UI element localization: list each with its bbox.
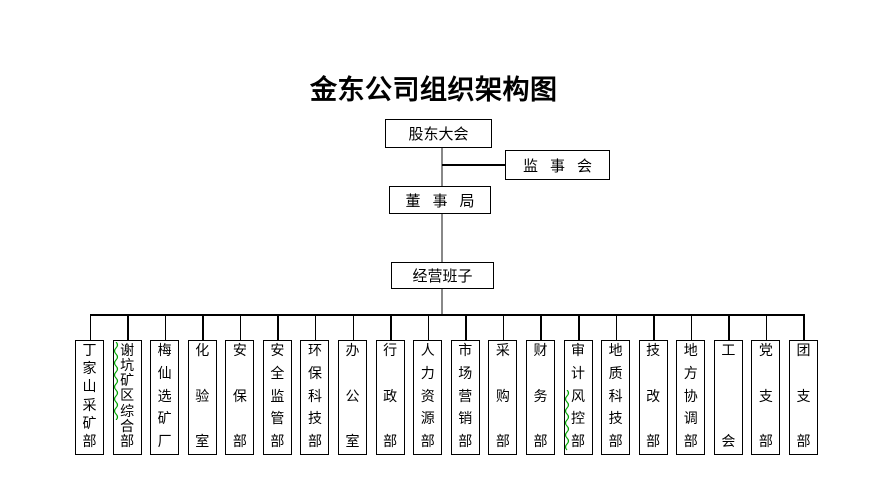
dept-box-16: 技改部 — [638, 314, 668, 455]
connector-management-to-departments — [441, 289, 443, 315]
dept-box-15: 地质科技部 — [601, 314, 631, 455]
dept-box-12: 采购部 — [488, 314, 518, 455]
node-shareholders-meeting: 股东大会 — [385, 119, 492, 148]
dept-label: 办公室 — [345, 344, 360, 450]
node-management-team-label: 经营班子 — [412, 269, 473, 285]
dept-box-5: 安保部 — [225, 314, 255, 455]
dept-box-19: 党支部 — [751, 314, 781, 455]
departments-row: 丁家山采矿部 谢坑矿区综合部 梅仙选矿厂 化验室 安保部 安全监管部 环保科技部… — [75, 314, 818, 455]
dept-label: 采购部 — [495, 344, 510, 450]
dept-label: 谢坑矿区综合部 — [120, 344, 135, 450]
dept-box-13: 财务部 — [525, 314, 555, 455]
dept-box-14: 审计风控部 — [563, 314, 593, 455]
dept-box-20: 团支部 — [788, 314, 818, 455]
dept-label: 工会 — [721, 344, 736, 450]
dept-label: 团支部 — [796, 344, 811, 450]
dept-box-6: 安全监管部 — [262, 314, 292, 455]
dept-label: 梅仙选矿厂 — [157, 344, 172, 450]
dept-box-1: 丁家山采矿部 — [75, 314, 104, 455]
node-board-of-directors-label: 董事局 — [405, 193, 487, 210]
dept-label: 技改部 — [646, 344, 661, 450]
node-shareholders-meeting-label: 股东大会 — [408, 127, 469, 143]
dept-label: 财务部 — [533, 344, 548, 450]
dept-box-4: 化验室 — [187, 314, 217, 455]
connector-board-to-management — [441, 214, 443, 262]
dept-label: 地方协调部 — [683, 344, 698, 450]
dept-box-18: 工会 — [713, 314, 743, 455]
dept-label: 安保部 — [232, 344, 247, 450]
departments-distribution-line — [90, 314, 803, 316]
dept-box-17: 地方协调部 — [676, 314, 706, 455]
dept-label: 行政部 — [383, 344, 398, 450]
dept-label: 党支部 — [758, 344, 773, 450]
node-management-team: 经营班子 — [391, 262, 494, 289]
dept-label: 安全监管部 — [270, 344, 285, 450]
dept-box-7: 环保科技部 — [300, 314, 330, 455]
dept-label: 丁家山采矿部 — [82, 344, 97, 450]
dept-box-8: 办公室 — [338, 314, 368, 455]
dept-label: 化验室 — [195, 344, 210, 450]
node-supervisory-board-label: 监事会 — [522, 158, 604, 175]
dept-label: 人力资源部 — [420, 344, 435, 450]
dept-label: 审计风控部 — [571, 344, 586, 450]
dept-box-11: 市场营销部 — [450, 314, 480, 455]
node-supervisory-board: 监事会 — [505, 150, 610, 180]
chart-title: 金东公司组织架构图 — [310, 75, 558, 105]
connector-shareholders-to-board — [441, 148, 443, 186]
dept-label: 地质科技部 — [608, 344, 623, 450]
connector-to-supervisory-board — [442, 164, 505, 166]
dept-box-10: 人力资源部 — [413, 314, 443, 455]
dept-box-2: 谢坑矿区综合部 — [112, 314, 142, 455]
node-board-of-directors: 董事局 — [389, 186, 491, 214]
dept-label: 市场营销部 — [458, 344, 473, 450]
dept-box-9: 行政部 — [375, 314, 405, 455]
dept-box-3: 梅仙选矿厂 — [150, 314, 180, 455]
dept-label: 环保科技部 — [307, 344, 322, 450]
